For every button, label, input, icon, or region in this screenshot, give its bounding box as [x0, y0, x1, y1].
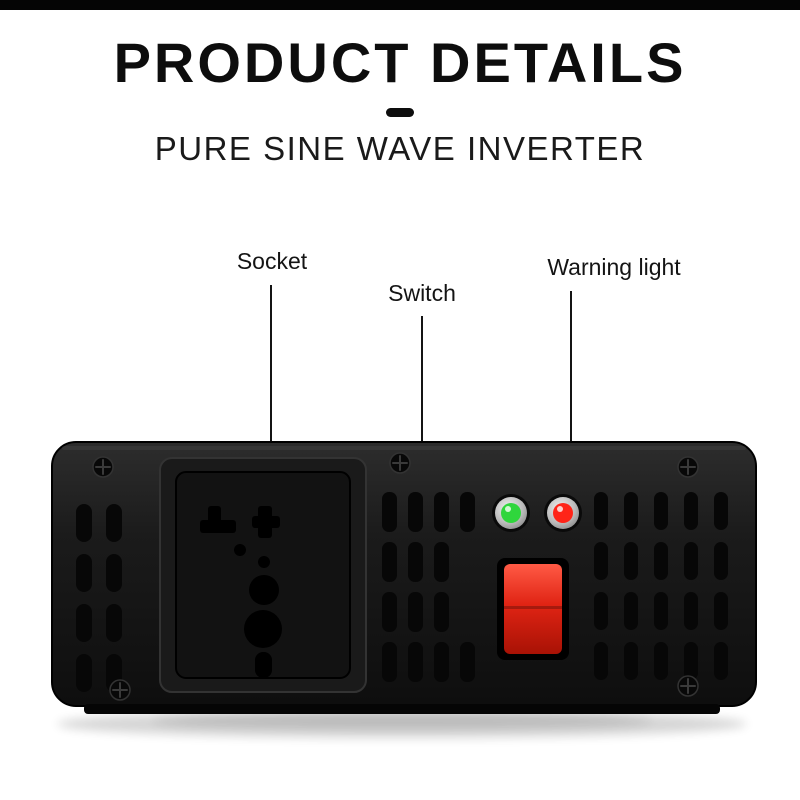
socket-callout-label: Socket	[236, 248, 308, 274]
socket-callout-arrow	[270, 285, 272, 481]
inverter-chassis	[51, 441, 757, 714]
panel-screws	[92, 452, 699, 701]
product-shadow	[57, 710, 747, 738]
power-rocker-switch	[497, 558, 569, 660]
warning-light-callout-arrow	[570, 291, 572, 489]
switch-callout-arrow	[421, 316, 423, 549]
green-indicator-light	[492, 494, 530, 532]
inverter-front-panel-image	[51, 441, 757, 738]
middle-vent-slots	[382, 492, 475, 682]
left-vent-slots	[76, 504, 122, 692]
warning-light-callout-label: Warning light	[547, 254, 681, 280]
screw-icon	[389, 452, 411, 474]
page-title: PRODUCT DETAILS	[113, 31, 687, 94]
screw-icon	[92, 456, 114, 478]
product-subtitle: PURE SINE WAVE INVERTER	[154, 130, 646, 167]
universal-ac-socket	[159, 457, 367, 693]
socket-pin-holes	[200, 506, 282, 678]
title-divider	[386, 108, 414, 117]
indicator-lights	[492, 494, 582, 532]
screw-icon	[109, 679, 131, 701]
switch-callout-label: Switch	[388, 280, 456, 306]
screw-icon	[677, 675, 699, 697]
red-indicator-light	[544, 494, 582, 532]
right-vent-slots	[594, 492, 728, 680]
top-border-bar	[0, 0, 800, 10]
screw-icon	[677, 456, 699, 478]
